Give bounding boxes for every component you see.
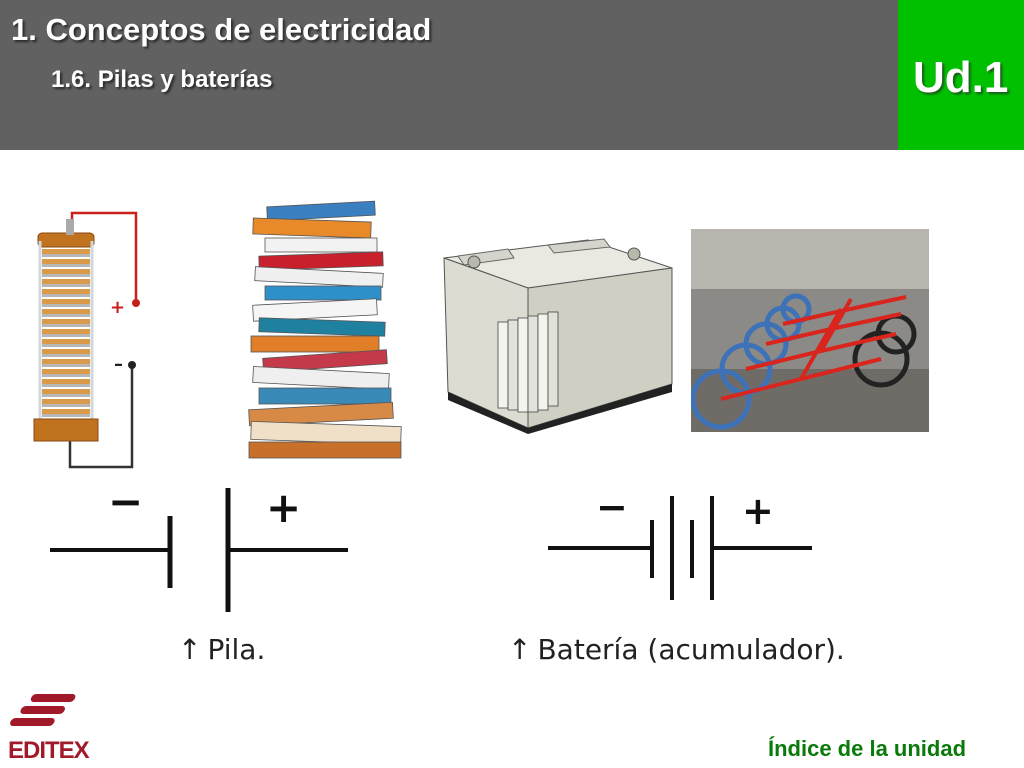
bateria-plus-sign: +	[742, 492, 774, 533]
svg-text:+: +	[110, 297, 125, 318]
pila-plus-sign: +	[266, 486, 301, 532]
header-bar	[0, 0, 898, 150]
up-arrow-icon: ↑	[508, 633, 532, 666]
page-subtitle: 1.6. Pilas y baterías	[51, 66, 273, 93]
stack-of-books-image	[248, 200, 402, 459]
unit-label: Ud.1	[913, 53, 1009, 102]
bateria-caption-text: Batería (acumulador).	[537, 633, 845, 666]
pila-minus-sign: −	[108, 486, 143, 526]
pila-caption: ↑Pila.	[178, 633, 265, 666]
voltaic-pile-image: + –	[33, 211, 140, 469]
unit-index-link[interactable]: Índice de la unidad	[768, 736, 967, 761]
electric-bikes-image	[691, 229, 929, 432]
unit-badge	[898, 0, 1024, 150]
svg-text:–: –	[114, 354, 123, 375]
bateria-minus-sign: −	[596, 492, 628, 529]
bateria-caption: ↑Batería (acumulador).	[508, 633, 845, 666]
editex-logo: EDITEX	[8, 694, 91, 762]
editex-logo-text: EDITEX	[8, 737, 90, 762]
bateria-symbol: − +	[548, 492, 812, 600]
pila-symbol: − +	[50, 486, 348, 612]
car-battery-image	[443, 238, 673, 434]
pila-caption-text: Pila.	[207, 633, 266, 666]
page-title: 1. Conceptos de electricidad	[11, 12, 432, 47]
up-arrow-icon: ↑	[178, 633, 202, 666]
